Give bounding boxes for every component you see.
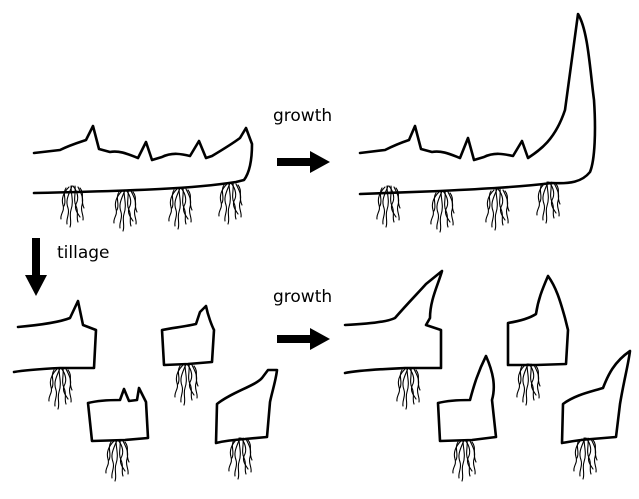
- rhizome-initial: [34, 126, 252, 231]
- grown-fragment-1: [345, 271, 442, 409]
- tillage-arrow: tillage: [25, 238, 110, 296]
- fragment-3: [88, 388, 148, 481]
- grown-fragment-4: [562, 351, 630, 479]
- tillage-label: tillage: [57, 243, 110, 263]
- growth-label-top: growth: [273, 106, 332, 126]
- rhizome-grown: [360, 14, 595, 232]
- fragment-4: [216, 370, 277, 479]
- growth-arrow-top: growth: [273, 106, 332, 173]
- grown-fragment-3: [438, 356, 496, 481]
- fragment-1: [14, 301, 96, 409]
- growth-arrow-bottom: growth: [273, 287, 332, 350]
- fragment-2: [162, 306, 214, 405]
- grown-fragment-2: [508, 276, 568, 405]
- growth-label-bottom: growth: [273, 287, 332, 307]
